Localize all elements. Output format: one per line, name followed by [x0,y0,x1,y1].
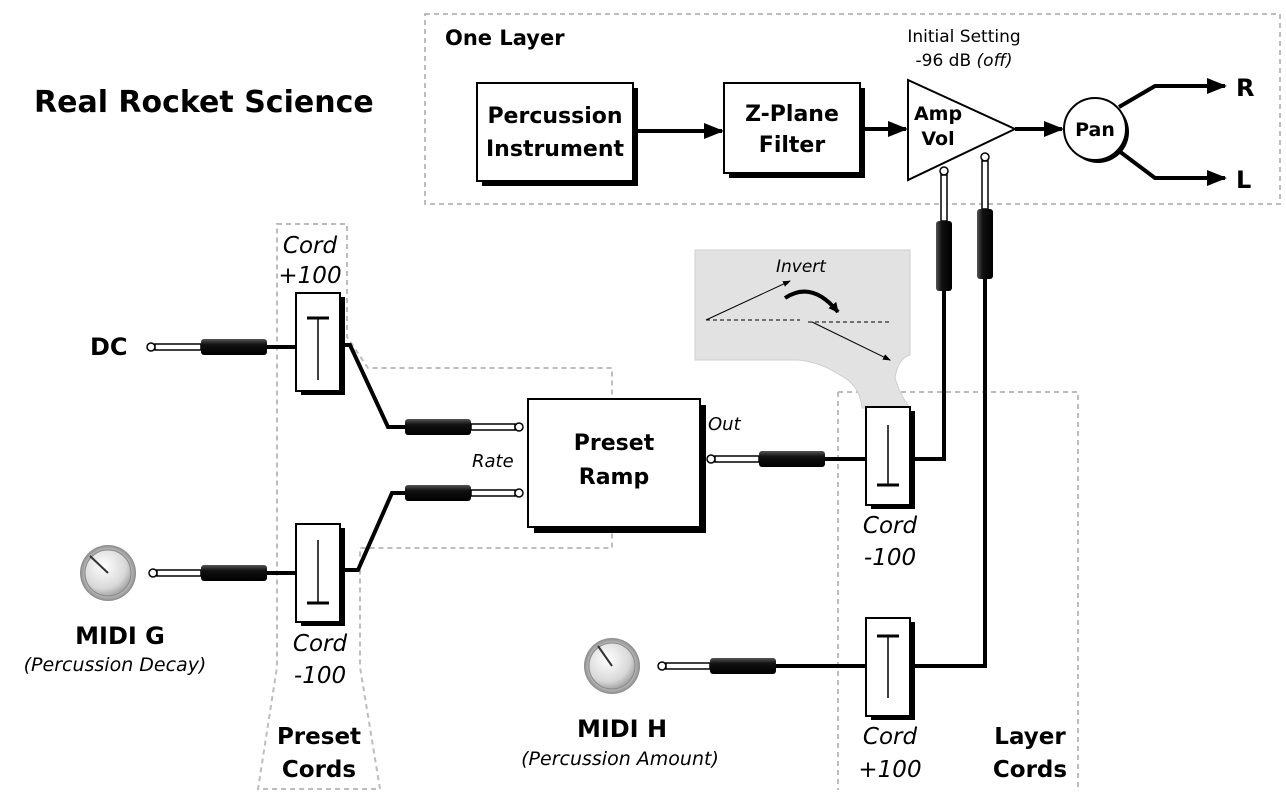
preset-cords-group [256,223,613,790]
dc-jack [146,339,267,355]
output-right-label: R [1236,74,1254,102]
invert-ramp-down [811,321,891,361]
invert-ramp-up [705,280,791,321]
connector-pan-left [1117,149,1227,186]
z-plane-filter-line2: Filter [759,133,826,158]
ramp-out-jack [706,451,825,467]
midi-h-knob [584,638,640,694]
z-plane-filter-line1: Z-Plane [745,102,839,127]
connector-pan-right [1117,78,1227,109]
preset-cord-bottom-label: Cord [293,631,348,657]
preset-cord-bottom-cable [340,491,405,572]
ramp-input-jack-1 [405,419,524,435]
midi-h-jack [657,658,776,674]
preset-cords-label-line1: Preset [277,724,361,750]
layer-cords-label-line2: Cords [993,757,1067,783]
midi-g-desc: (Percussion Decay) [24,654,207,676]
preset-cord-top-cable [340,343,405,429]
midi-h-name: MIDI H [577,715,667,743]
initial-setting-label: Initial Setting [907,27,1020,47]
out-label: Out [708,414,742,435]
amp-vol-line2: Vol [921,128,954,150]
initial-setting-value: -96 dB (off) [916,51,1013,71]
layer-cord-lower-amount: +100 [858,757,921,783]
pan-label: Pan [1075,119,1115,141]
diagram-title: Real Rocket Science [34,85,374,120]
dc-label: DC [90,333,128,361]
one-layer-label: One Layer [445,26,565,50]
preset-cord-bottom-amount: -100 [294,663,346,689]
midi-g-jack [148,565,267,581]
rate-label: Rate [472,451,514,472]
percussion-instrument-box [476,82,634,182]
amp-vol-line1: Amp [914,103,962,125]
preset-cord-top-label: Cord [283,233,338,259]
z-plane-filter-box [723,82,861,174]
amp-vol-triangle [907,78,1018,182]
layer-cord-upper-amount: -100 [864,545,916,571]
preset-cord-top-amount: +100 [278,263,341,289]
preset-ramp-line1: Preset [574,431,655,456]
layer-cord-upper-label: Cord [863,513,918,539]
invert-curve-arrow [783,289,840,314]
layer-cord-lower-cable [910,279,987,668]
midi-g-name: MIDI G [75,622,165,650]
percussion-instrument-line2: Instrument [486,137,624,162]
ramp-input-jack-2 [405,485,524,501]
midi-h-desc: (Percussion Amount) [521,748,719,770]
preset-cords-label-line2: Cords [282,757,356,783]
pan-circle [1063,97,1127,161]
invert-label: Invert [776,257,827,277]
midi-g-knob [80,545,136,601]
amp-jack-1 [936,166,952,291]
preset-ramp-line2: Ramp [579,465,649,490]
layer-cord-upper-cable [910,291,946,461]
output-left-label: L [1236,166,1251,194]
percussion-instrument-line1: Percussion [487,104,622,129]
one-layer-group [424,13,1281,205]
layer-cords-label-line1: Layer [994,724,1066,750]
preset-ramp-box [527,398,701,528]
layer-cord-lower-label: Cord [863,724,918,750]
amp-jack-2 [977,152,993,279]
